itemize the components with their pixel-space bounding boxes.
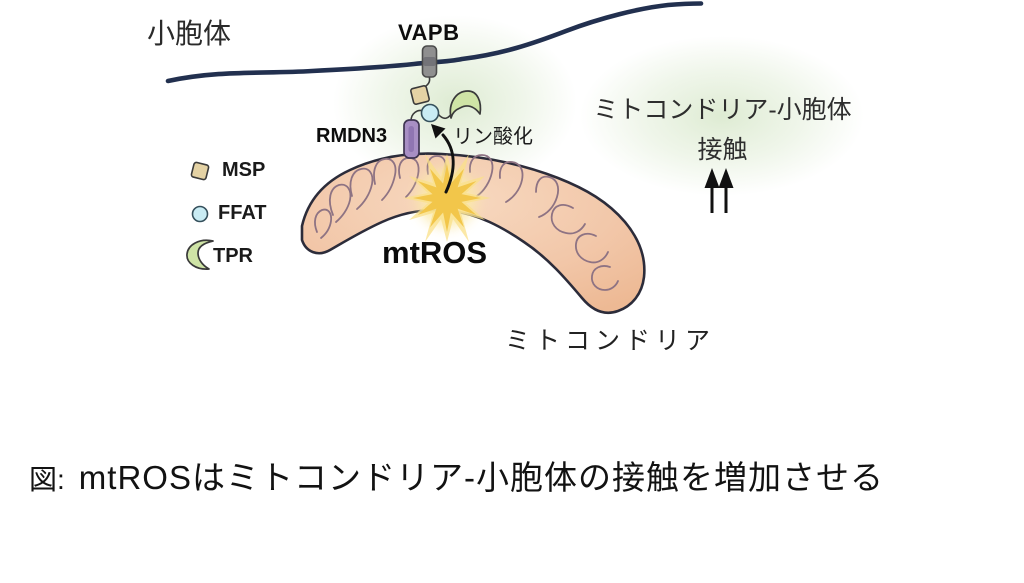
er-label: 小胞体 xyxy=(147,18,232,49)
legend-label-tpr: TPR xyxy=(213,245,253,267)
contact-annotation: ミトコンドリア-小胞体 接触 xyxy=(570,90,875,166)
caption-prefix: 図: xyxy=(29,464,65,495)
ffat-motif-shape xyxy=(420,103,440,123)
tpr-domain-icon xyxy=(186,239,214,270)
contact-line1: ミトコンドリア-小胞体 xyxy=(593,96,852,124)
msp-domain-shape xyxy=(410,85,430,105)
contact-line2: 接触 xyxy=(697,136,748,164)
msp-domain-icon xyxy=(190,161,210,181)
phosphorylation-label: リン酸化 xyxy=(453,126,533,148)
mtros-burst-core xyxy=(413,164,481,232)
phosphorylation-arrow xyxy=(431,124,455,194)
increase-arrows xyxy=(704,168,734,213)
ffat-motif-icon xyxy=(191,205,209,223)
mito-body xyxy=(300,152,646,315)
mitochondria-label: ミトコンドリア xyxy=(505,327,716,355)
mtros-label: mtROS xyxy=(382,235,488,270)
vapb-label: VAPB xyxy=(398,20,460,45)
er-membrane-line xyxy=(165,1,704,84)
legend-label-ffat: FFAT xyxy=(218,202,267,224)
tpr-domain-shape xyxy=(449,90,482,119)
mitochondrion xyxy=(300,152,646,315)
contact-glow-right xyxy=(580,36,864,196)
caption-text: mtROSはミトコンドリア-小胞体の接触を増加させる xyxy=(78,459,884,496)
figure-caption: 図: mtROSはミトコンドリア-小胞体の接触を増加させる xyxy=(29,451,884,499)
legend-label-msp: MSP xyxy=(222,159,266,181)
rmdn3-protein xyxy=(403,119,420,159)
rmdn3-label: RMDN3 xyxy=(316,125,388,147)
vapb-protein xyxy=(421,45,438,78)
mtros-burst xyxy=(403,154,491,242)
legend-icons xyxy=(186,161,214,270)
